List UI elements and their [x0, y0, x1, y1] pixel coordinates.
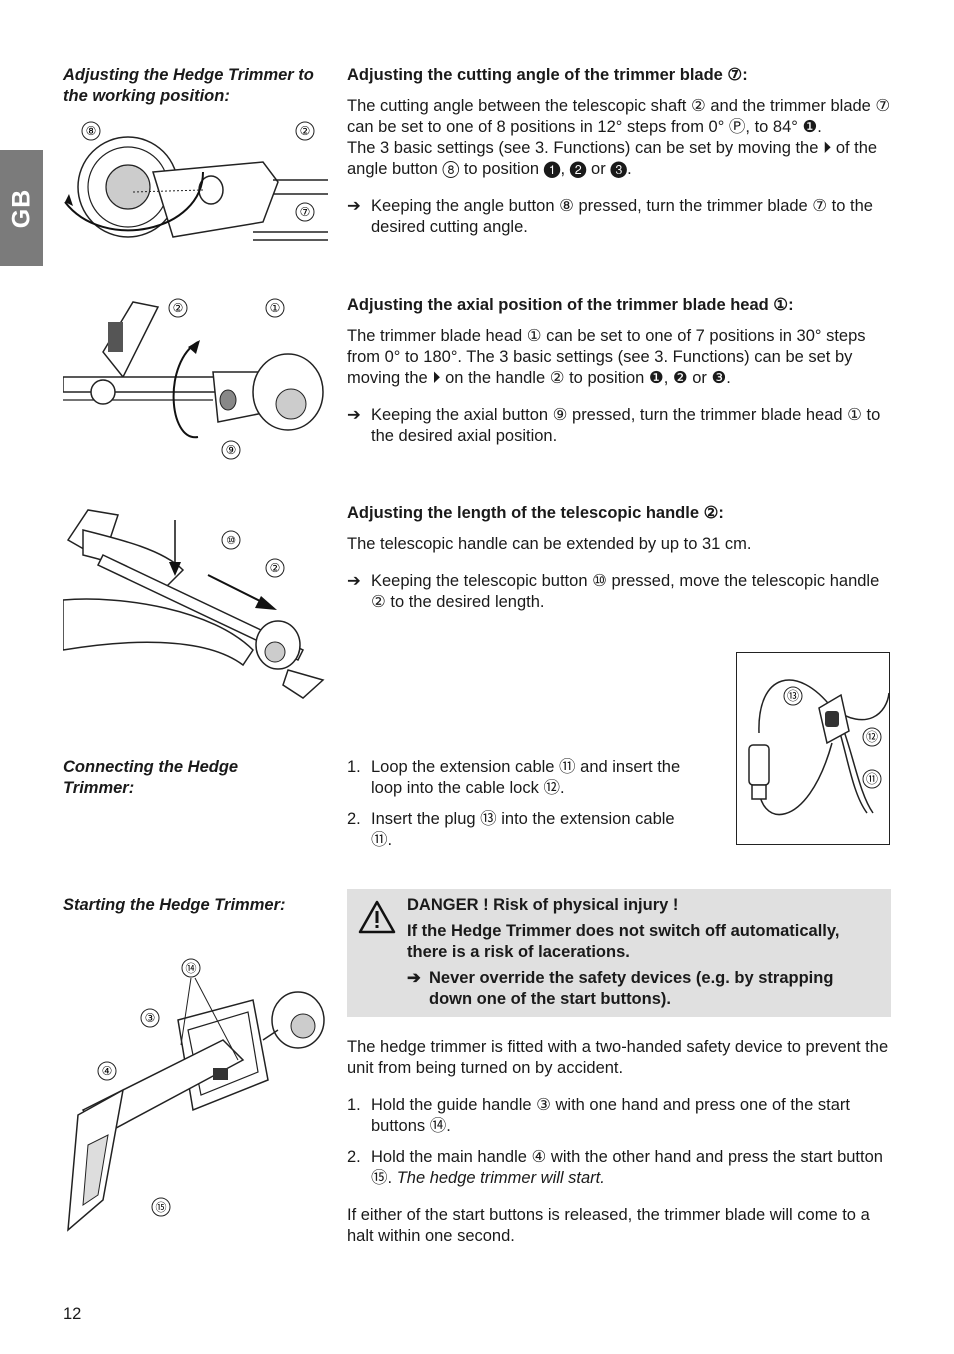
svg-text:⑬: ⑬	[787, 689, 799, 703]
warning-triangle-icon	[358, 900, 396, 934]
cutting-angle-section: Adjusting the cutting angle of the trimm…	[347, 65, 892, 248]
label-2: ②	[173, 301, 184, 315]
axial-figure: ② ① ⑨	[62, 292, 328, 477]
telescopic-section: Adjusting the length of the telescopic h…	[347, 503, 892, 623]
label-12	[862, 727, 882, 747]
telescopic-p1: The telescopic handle can be extended by…	[347, 535, 752, 553]
axial-heading: Adjusting the axial position of the trim…	[347, 296, 794, 314]
cable-figure: ⑬ ⑫ ⑪	[736, 652, 890, 845]
telescopic-step: ➔ Keeping the telescopic button ⑩ presse…	[347, 571, 892, 613]
list-item: 1.Loop the extension cable ⑪ and insert …	[347, 758, 681, 797]
label-13	[783, 686, 803, 706]
label-11	[862, 769, 882, 789]
angle-illustration: ⑧ ② ⑦	[64, 121, 328, 241]
arrow-icon: ➔	[347, 197, 361, 215]
cutting-angle-step: ➔ Keeping the angle button ⑧ pressed, tu…	[347, 196, 892, 238]
cable-illustration: ⑬ ⑫ ⑪	[748, 679, 890, 816]
axial-p1: The trimmer blade head ① can be set to o…	[347, 327, 866, 387]
start-handle-illustration: ⑭ ③ ④ ⑮	[67, 958, 325, 1232]
danger-warning-box: DANGER ! Risk of physical injury ! If th…	[347, 889, 891, 1017]
telescopic-illustration: ⑩ ②	[62, 509, 325, 699]
telescopic-heading: Adjusting the length of the telescopic h…	[347, 504, 724, 522]
label-9: ⑨	[226, 443, 237, 457]
danger-title: DANGER ! Risk of physical injury !	[407, 896, 679, 914]
starting-steps: 1.Hold the guide handle ③ with one hand …	[347, 1095, 892, 1189]
cutting-angle-p1: The cutting angle between the telescopic…	[347, 97, 891, 136]
label-14: ⑭	[186, 962, 197, 975]
connecting-steps: 1.Loop the extension cable ⑪ and insert …	[347, 757, 697, 851]
svg-text:⑫: ⑫	[866, 730, 878, 744]
starting-label: Starting the Hedge Trimmer:	[63, 896, 286, 914]
page-number: 12	[63, 1305, 82, 1323]
label-1: ①	[270, 301, 281, 315]
label-2: ②	[300, 124, 311, 138]
starting-outro: If either of the start buttons is releas…	[347, 1206, 870, 1245]
arrow-icon: ➔	[347, 406, 361, 424]
danger-step-text: Never override the safety devices (e.g. …	[429, 969, 834, 1008]
arrow-icon: ➔	[347, 572, 361, 590]
label-3: ③	[145, 1011, 156, 1025]
label-4: ④	[102, 1064, 113, 1078]
telescopic-step-text: Keeping the telescopic button ⑩ pressed,…	[371, 572, 880, 611]
start-handle-figure: ⑭ ③ ④ ⑮	[63, 950, 328, 1250]
label-8: ⑧	[86, 124, 97, 138]
danger-step: ➔ Never override the safety devices (e.g…	[407, 968, 877, 1010]
connecting-section: 1.Loop the extension cable ⑪ and insert …	[347, 757, 697, 861]
list-item: 2.Hold the main handle ④ with the other …	[347, 1148, 883, 1187]
starting-intro: The hedge trimmer is fitted with a two-h…	[347, 1038, 889, 1077]
starting-section: The hedge trimmer is fitted with a two-h…	[347, 1037, 892, 1257]
danger-body: If the Hedge Trimmer does not switch off…	[407, 922, 840, 961]
list-item: 2.Insert the plug ⑬ into the extension c…	[347, 810, 675, 849]
axial-step: ➔ Keeping the axial button ⑨ pressed, tu…	[347, 405, 892, 447]
danger-text: DANGER ! Risk of physical injury ! If th…	[407, 895, 877, 1020]
language-tab: GB	[0, 150, 43, 266]
axial-position-section: Adjusting the axial position of the trim…	[347, 295, 892, 457]
angle-figure: ⑧ ② ⑦	[63, 112, 328, 265]
arrow-icon: ➔	[407, 969, 421, 987]
axial-step-text: Keeping the axial button ⑨ pressed, turn…	[371, 406, 881, 445]
cutting-angle-p2: The 3 basic settings (see 3. Functions) …	[347, 139, 878, 178]
label-15: ⑮	[156, 1201, 167, 1214]
label-2: ②	[270, 561, 281, 575]
language-tab-label: GB	[7, 188, 35, 228]
cutting-angle-step-text: Keeping the angle button ⑧ pressed, turn…	[371, 197, 873, 236]
connecting-label: Connecting the Hedge Trimmer:	[63, 758, 239, 797]
cutting-angle-heading: Adjusting the cutting angle of the trimm…	[347, 66, 748, 84]
working-position-label: Adjusting the Hedge Trimmer to the worki…	[63, 66, 314, 105]
label-7: ⑦	[300, 205, 311, 219]
svg-text:⑪: ⑪	[866, 772, 878, 786]
list-item: 1.Hold the guide handle ③ with one hand …	[347, 1096, 850, 1135]
axial-illustration: ② ① ⑨	[62, 298, 324, 460]
label-10: ⑩	[226, 534, 236, 547]
telescopic-figure: ⑩ ②	[62, 500, 328, 705]
